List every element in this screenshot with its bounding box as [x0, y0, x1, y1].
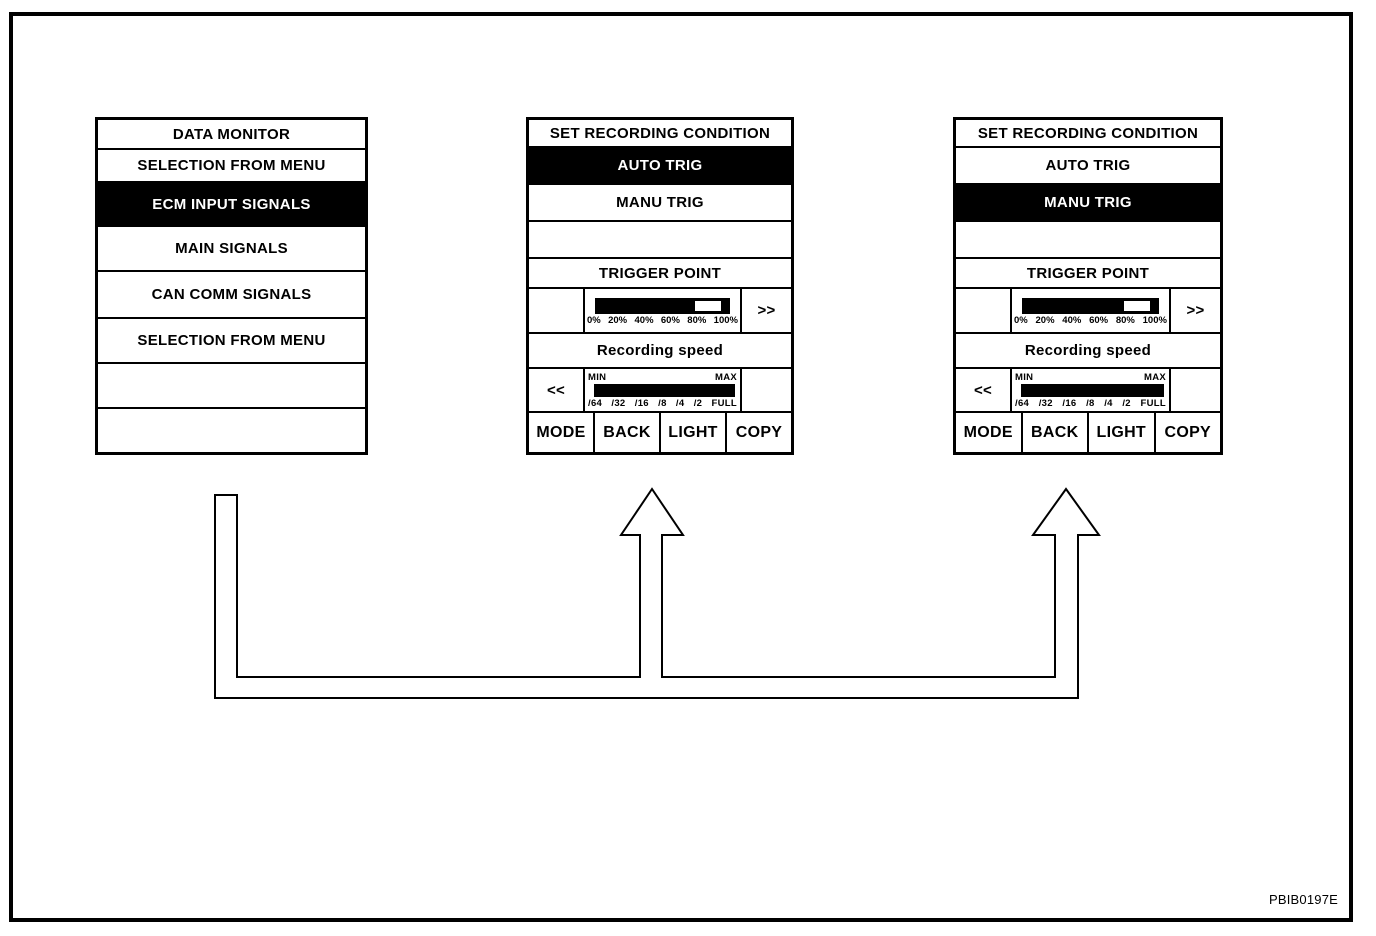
trigger-scale-tick: 0% — [1014, 314, 1028, 326]
recording-speed-bar — [1021, 383, 1164, 397]
back-button[interactable]: BACK — [593, 413, 659, 452]
light-button[interactable]: LIGHT — [1087, 413, 1154, 452]
trigger-scale-tick: 80% — [687, 314, 707, 326]
softkey-row: MODE BACK LIGHT COPY — [956, 411, 1220, 452]
recording-speed-label: Recording speed — [529, 332, 791, 367]
speed-scale-tick: /16 — [634, 397, 649, 409]
menu-item-can-comm-signals[interactable]: CAN COMM SIGNALS — [98, 270, 365, 317]
speed-right-spacer-cell — [1169, 369, 1220, 411]
speed-scale-tick: /4 — [675, 397, 685, 409]
screen-title: SET RECORDING CONDITION — [549, 124, 771, 142]
trigger-point-label: TRIGGER POINT — [529, 257, 791, 287]
speed-max-label: MAX — [1143, 371, 1166, 383]
trigger-scale-tick: 20% — [1035, 314, 1055, 326]
light-button[interactable]: LIGHT — [659, 413, 725, 452]
trigger-point-bar — [595, 297, 730, 314]
auto-trig-option[interactable]: AUTO TRIG — [956, 146, 1220, 183]
screen-title: SET RECORDING CONDITION — [977, 124, 1199, 142]
speed-right-spacer-cell — [740, 369, 791, 411]
trigger-point-marker — [694, 299, 723, 312]
manu-trig-option[interactable]: MANU TRIG — [956, 183, 1220, 220]
data-monitor-screen: DATA MONITOR SELECTION FROM MENU ECM INP… — [95, 117, 368, 455]
menu-empty-row-1 — [98, 362, 365, 407]
trigger-scale-tick: 0% — [587, 314, 601, 326]
speed-scale-tick: /16 — [1062, 397, 1077, 409]
speed-scale-tick: /32 — [611, 397, 626, 409]
speed-minmax-labels: MIN MAX — [1012, 371, 1169, 383]
recording-condition-screen-auto: SET RECORDING CONDITION AUTO TRIG MANU T… — [526, 117, 794, 455]
trigger-forward-button[interactable]: >> — [740, 289, 791, 332]
empty-row — [956, 220, 1220, 257]
menu-header-data-monitor: DATA MONITOR — [172, 125, 291, 143]
mode-button[interactable]: MODE — [536, 423, 586, 441]
trigger-scale: 0% 20% 40% 60% 80% 100% — [1014, 315, 1167, 326]
speed-scale-tick: /4 — [1104, 397, 1113, 409]
trigger-point-bar — [1022, 297, 1159, 314]
figure-border — [9, 12, 1353, 922]
speed-back-button[interactable]: << — [546, 381, 566, 399]
figure-code-label: PBIB0197E — [1268, 892, 1338, 907]
menu-empty-row-2 — [98, 407, 365, 452]
speed-gauge-cell: MIN MAX /64 /32 /16 /8 /4 /2 FULL — [583, 369, 740, 411]
back-button[interactable]: BACK — [1020, 413, 1088, 452]
recording-speed-row: << MIN MAX /64 /32 /16 /8 /4 /2 FULL — [956, 367, 1220, 411]
empty-row — [529, 220, 791, 257]
trigger-gauge-cell: 0% 20% 40% 60% 80% 100% — [1010, 289, 1169, 332]
trigger-point-label: TRIGGER POINT — [956, 257, 1220, 287]
speed-scale-tick: /2 — [693, 397, 703, 409]
speed-scale-tick: /32 — [1038, 397, 1053, 409]
speed-scale-tick: FULL — [1140, 397, 1166, 409]
speed-scale: /64 /32 /16 /8 /4 /2 FULL — [1012, 397, 1169, 410]
menu-item-selection-from-menu-bottom[interactable]: SELECTION FROM MENU — [98, 317, 365, 362]
speed-min-label: MIN — [588, 371, 607, 383]
trigger-scale-tick: 20% — [608, 314, 628, 326]
manu-trig-option[interactable]: MANU TRIG — [529, 183, 791, 220]
recording-speed-bar — [594, 383, 735, 397]
recording-speed-label: Recording speed — [956, 332, 1220, 367]
speed-min-label: MIN — [1015, 371, 1034, 383]
menu-item-ecm-input-signals[interactable]: ECM INPUT SIGNALS — [98, 181, 365, 225]
speed-scale-tick: /64 — [588, 397, 603, 409]
recording-condition-screen-manu: SET RECORDING CONDITION AUTO TRIG MANU T… — [953, 117, 1223, 455]
speed-scale-tick: /8 — [658, 397, 667, 409]
trigger-scale-tick: 60% — [660, 314, 680, 326]
flow-arrow — [214, 487, 1101, 699]
menu-item-main-signals[interactable]: MAIN SIGNALS — [98, 225, 365, 270]
speed-scale-tick: /2 — [1122, 397, 1131, 409]
recording-speed-row: << MIN MAX /64 /32 /16 /8 /4 /2 FULL — [529, 367, 791, 411]
softkey-row: MODE BACK LIGHT COPY — [529, 411, 791, 452]
speed-scale: /64 /32 /16 /8 /4 /2 FULL — [585, 397, 740, 410]
trigger-left-spacer-cell — [956, 289, 1010, 332]
trigger-scale-tick: 100% — [1142, 314, 1167, 326]
copy-button[interactable]: COPY — [725, 413, 791, 452]
speed-minmax-labels: MIN MAX — [585, 371, 740, 383]
trigger-left-spacer-cell — [529, 289, 583, 332]
trigger-scale-tick: 100% — [713, 314, 738, 326]
trigger-scale-tick: 60% — [1089, 314, 1109, 326]
speed-back-button[interactable]: << — [973, 381, 993, 399]
speed-scale-tick: FULL — [711, 397, 737, 409]
trigger-point-marker — [1122, 299, 1152, 312]
trigger-scale-tick: 80% — [1115, 314, 1135, 326]
trigger-gauge-cell: 0% 20% 40% 60% 80% 100% — [583, 289, 740, 332]
mode-button[interactable]: MODE — [963, 423, 1013, 441]
trigger-scale-tick: 40% — [634, 314, 654, 326]
trigger-point-row: 0% 20% 40% 60% 80% 100% >> — [529, 287, 791, 332]
auto-trig-option[interactable]: AUTO TRIG — [529, 146, 791, 183]
speed-max-label: MAX — [714, 371, 737, 383]
trigger-forward-button[interactable]: >> — [1169, 289, 1220, 332]
speed-scale-tick: /8 — [1086, 397, 1095, 409]
trigger-point-row: 0% 20% 40% 60% 80% 100% >> — [956, 287, 1220, 332]
speed-gauge-cell: MIN MAX /64 /32 /16 /8 /4 /2 FULL — [1010, 369, 1169, 411]
speed-scale-tick: /64 — [1015, 397, 1030, 409]
copy-button[interactable]: COPY — [1153, 413, 1221, 452]
menu-item-selection-from-menu-top[interactable]: SELECTION FROM MENU — [98, 148, 365, 181]
trigger-scale: 0% 20% 40% 60% 80% 100% — [587, 315, 738, 326]
trigger-scale-tick: 40% — [1062, 314, 1082, 326]
